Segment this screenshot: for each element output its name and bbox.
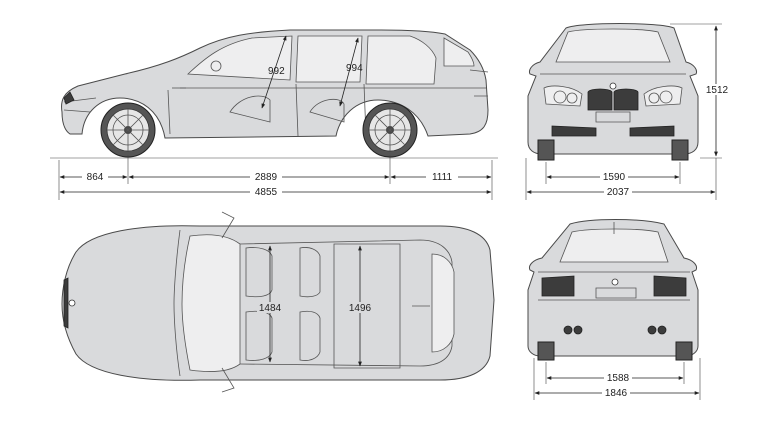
width-front-label: 2037 <box>607 187 630 198</box>
front-headroom-label: 992 <box>268 66 285 77</box>
rear-headroom-label: 994 <box>346 63 363 74</box>
front-headroom-arrow <box>261 35 287 109</box>
rear-view: 1588 1846 <box>527 219 701 400</box>
overall-length-label: 4855 <box>255 187 278 198</box>
width-rear-label: 1846 <box>605 388 628 399</box>
side-view: 992 994 864 2889 1111 4855 <box>50 29 498 200</box>
front-overhang-label: 864 <box>87 172 104 183</box>
front-view: 1512 1590 2037 <box>525 23 729 200</box>
height-label: 1512 <box>706 85 729 96</box>
rear-interior-width-label: 1496 <box>349 303 372 314</box>
front-interior-width-label: 1484 <box>259 303 282 314</box>
rear-overhang-label: 1111 <box>432 172 452 183</box>
top-view: 1484 1496 <box>61 211 495 393</box>
front-track-label: 1590 <box>603 172 626 183</box>
rear-track-label: 1588 <box>607 373 630 384</box>
rear-headroom-arrow <box>339 37 359 107</box>
wheelbase-label: 2889 <box>255 172 278 183</box>
